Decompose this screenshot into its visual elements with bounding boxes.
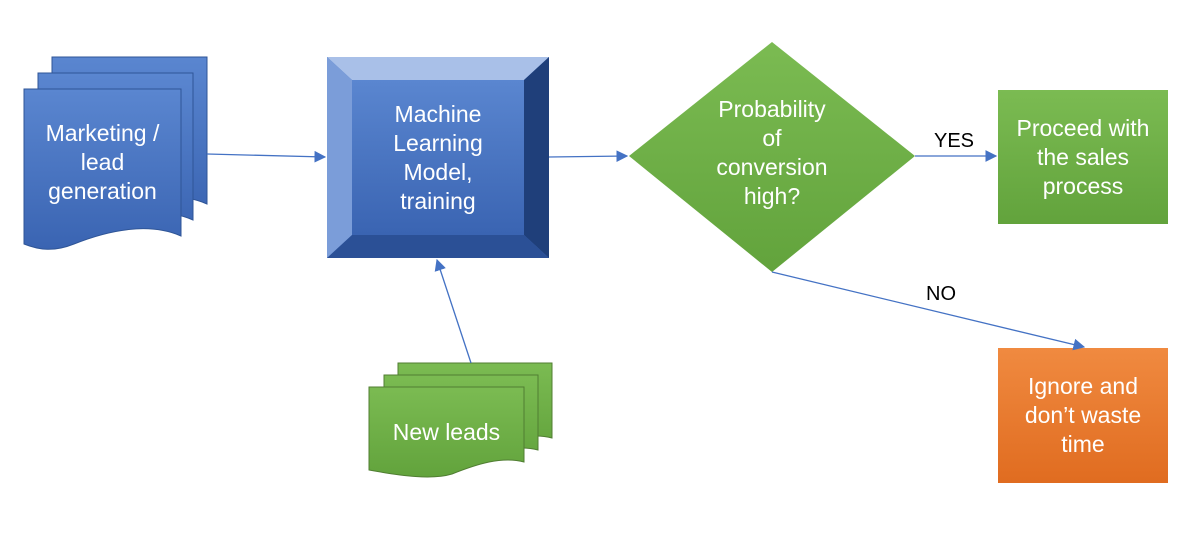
- decision-label: Probability of conversion high?: [682, 83, 862, 223]
- model-label-line-3: Model,: [403, 158, 473, 185]
- marketing-label: Marketing / lead generation: [24, 112, 181, 212]
- proceed-label-line-1: Proceed with: [1016, 114, 1150, 141]
- edge-decision-to-ignore: [771, 271, 1086, 351]
- decision-label-line-1: Probability: [718, 96, 826, 122]
- marketing-label-line-1: Marketing /: [45, 119, 160, 146]
- decision-label-line-4: high?: [743, 183, 801, 209]
- model-label-line-1: Machine: [394, 100, 482, 127]
- ignore-label: Ignore and don’t waste time: [998, 348, 1168, 483]
- ignore-box: [998, 348, 1168, 483]
- ignore-label-line-2: don’t waste: [1024, 402, 1142, 428]
- proceed-label: Proceed with the sales process: [998, 90, 1168, 224]
- marketing-lead-generation-shape: [23, 56, 208, 250]
- ignore-label-line-3: time: [1061, 431, 1105, 457]
- new-leads-label: New leads: [369, 412, 524, 452]
- edge-model-to-decision: [548, 150, 629, 162]
- new-leads-shape: [368, 362, 553, 478]
- model-label: Machine Learning Model, training: [352, 80, 524, 235]
- marketing-label-line-3: generation: [48, 177, 157, 204]
- proceed-label-line-3: process: [1042, 172, 1124, 199]
- yes-edge-label: YES: [934, 130, 975, 152]
- proceed-box: [998, 90, 1168, 224]
- decision-label-line-2: of: [762, 125, 782, 151]
- decision-label-line-3: conversion: [716, 154, 828, 180]
- edge-newleads-to-model: [434, 258, 472, 364]
- decision-diamond: [629, 42, 915, 272]
- ml-model-shape: [327, 57, 549, 258]
- no-edge-label: NO: [926, 283, 956, 305]
- edge-marketing-to-model: [206, 150, 327, 163]
- new-leads-label-line-1: New leads: [392, 418, 501, 445]
- model-label-line-2: Learning: [393, 129, 483, 156]
- ignore-label-line-1: Ignore and: [1028, 373, 1138, 399]
- proceed-label-line-2: the sales: [1036, 143, 1130, 170]
- marketing-label-line-2: lead: [80, 148, 125, 175]
- model-label-line-4: training: [400, 187, 476, 214]
